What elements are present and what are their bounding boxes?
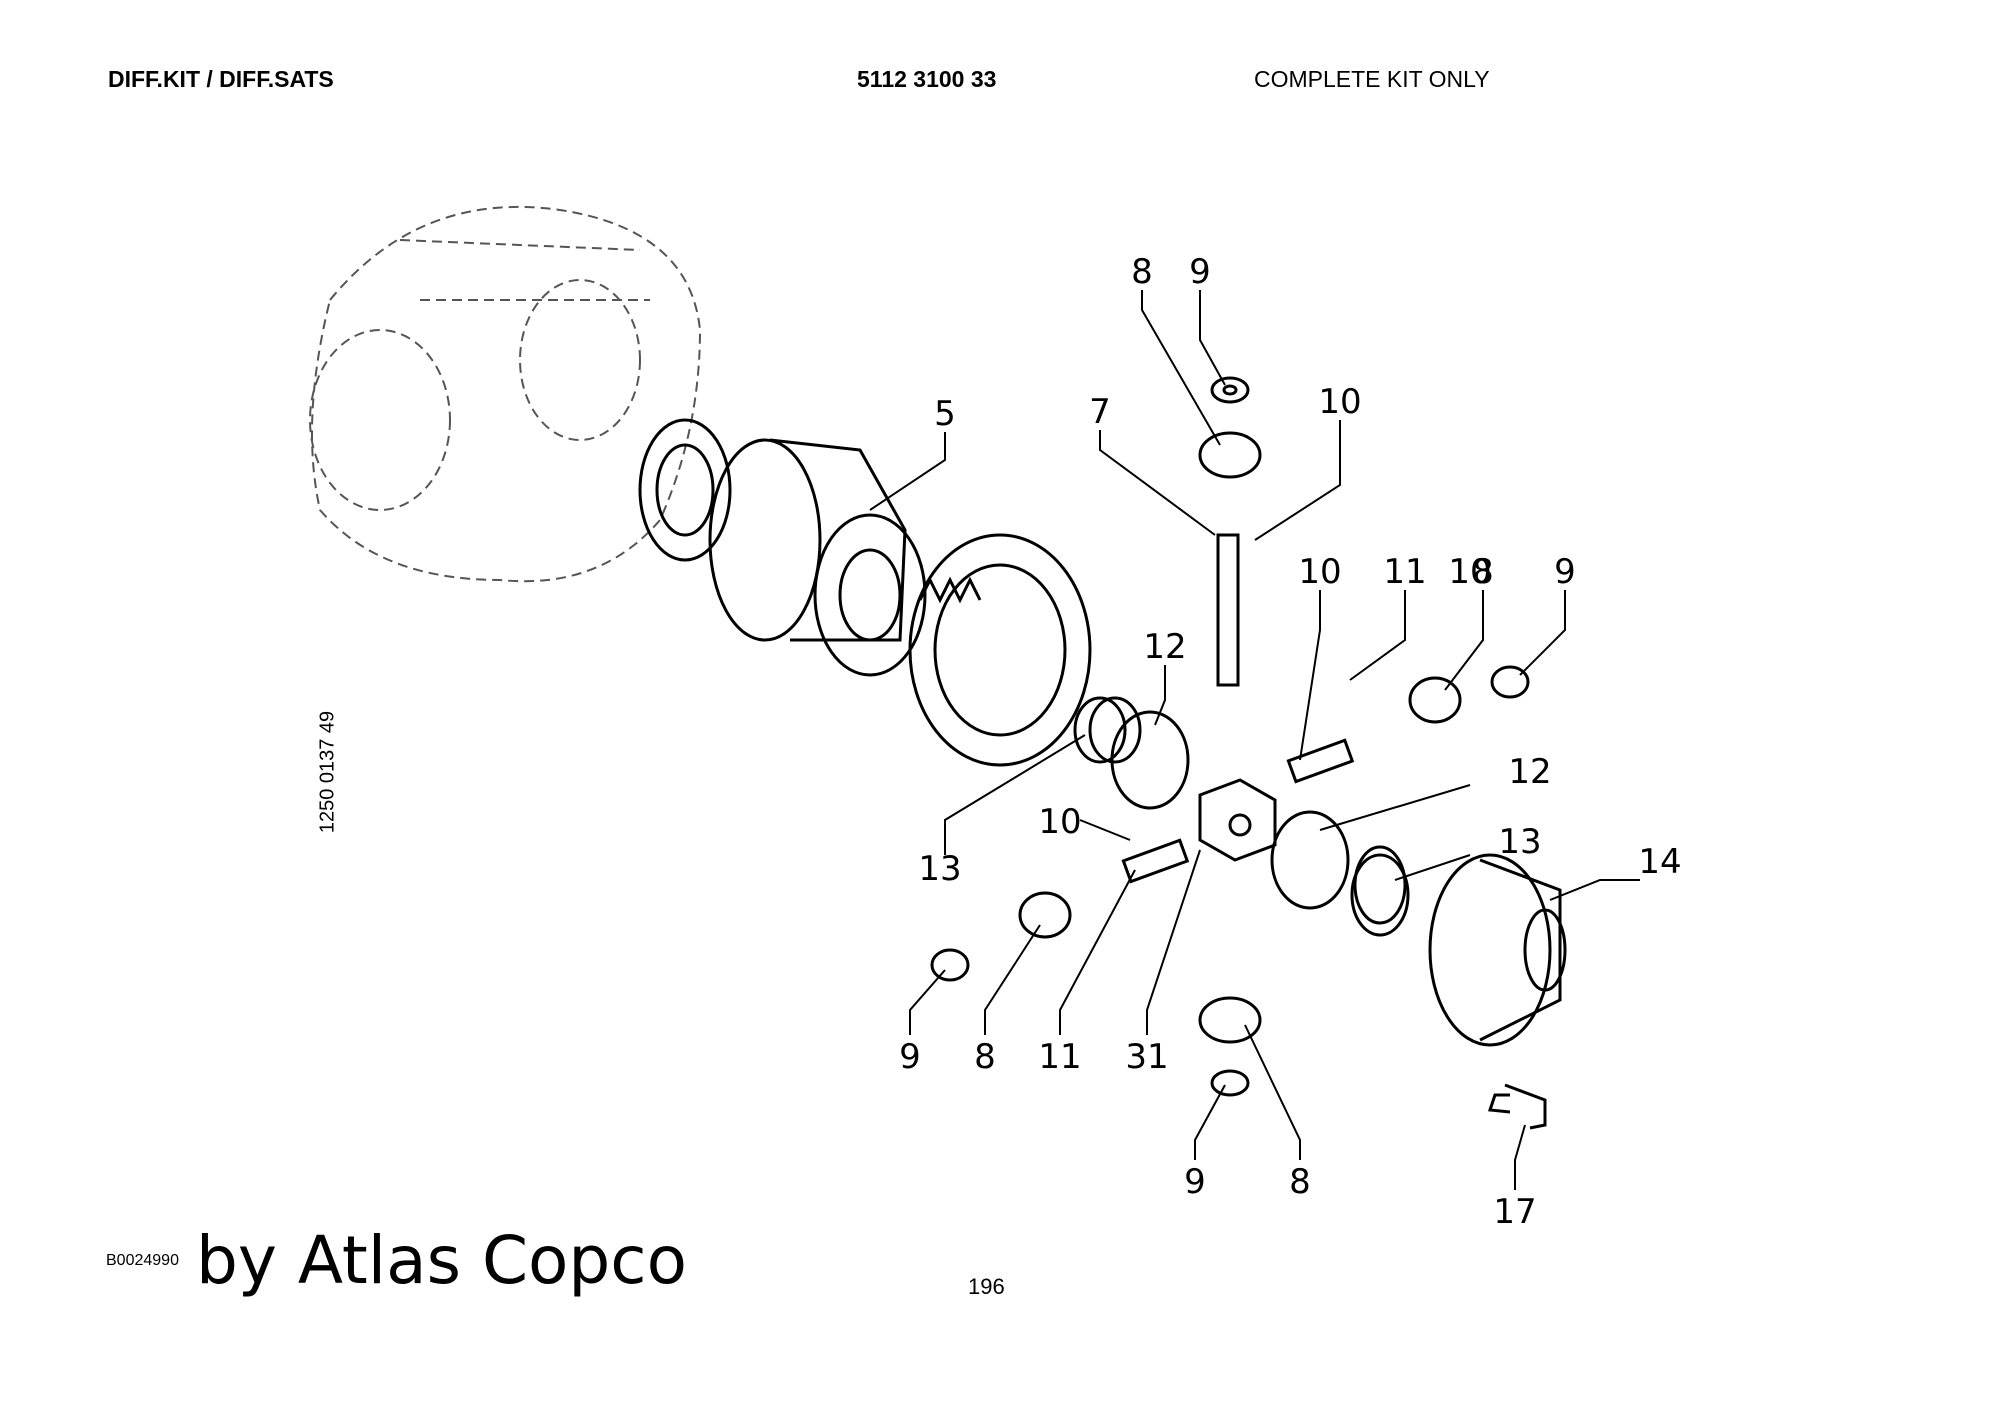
top-gear [1198, 376, 1262, 479]
pin-left [1121, 838, 1190, 884]
callout-9: 9 [1554, 552, 1576, 592]
ring-gear [908, 533, 1092, 767]
thrust-washer-right [1350, 853, 1410, 937]
side-gear-left [1088, 696, 1190, 810]
washer-left [930, 948, 970, 982]
callout-14: 14 [1638, 842, 1681, 882]
pinion-right [1408, 676, 1462, 724]
callout-11: 11 [1038, 1037, 1081, 1077]
pin-right [1286, 738, 1355, 784]
callout-5: 5 [934, 394, 956, 434]
callout-10: 10 [1038, 802, 1081, 842]
washer-bottom [1210, 1069, 1250, 1097]
document-code: B0024990 [106, 1252, 179, 1269]
side-gear-right [1270, 810, 1407, 925]
page-number: 196 [968, 1274, 1005, 1299]
callout-9: 9 [1189, 252, 1211, 292]
bolt [1487, 1083, 1547, 1130]
callout-11: 11 [1383, 552, 1426, 592]
side-reference-code: 1250 0137 49 [316, 710, 339, 834]
pinion-left [1018, 891, 1072, 939]
diff-carrier [708, 438, 927, 677]
callout-8: 8 [1131, 252, 1153, 292]
housing-drawing [309, 205, 702, 583]
callout-8: 8 [1289, 1162, 1311, 1202]
pinion-bottom [1198, 996, 1262, 1044]
washer-right [1490, 665, 1530, 699]
callout-12: 12 [1508, 752, 1551, 792]
callout-7: 7 [1089, 392, 1111, 432]
callout-31: 31 [1125, 1037, 1168, 1077]
pin-shaft [1216, 533, 1240, 687]
header-part-number: 5112 3100 33 [857, 66, 997, 92]
callout-9: 9 [1184, 1162, 1206, 1202]
header-title: DIFF.KIT / DIFF.SATS [108, 66, 334, 92]
callout-9: 9 [899, 1037, 921, 1077]
callout-13: 13 [1498, 822, 1541, 862]
callout-12: 12 [1143, 627, 1186, 667]
bearing-ring [638, 418, 732, 562]
callout-8: 8 [1472, 552, 1494, 592]
callout-10: 10 [1298, 552, 1341, 592]
brand-text: by Atlas Copco [196, 1222, 687, 1299]
header-note: COMPLETE KIT ONLY [1254, 66, 1490, 92]
thrust-washer-left [1073, 696, 1127, 764]
cross-block [1198, 778, 1277, 862]
callout-10: 10 [1448, 552, 1491, 592]
callout-10: 10 [1318, 382, 1361, 422]
callout-17: 17 [1493, 1192, 1536, 1232]
flange [1428, 853, 1567, 1047]
callout-13: 13 [918, 849, 961, 889]
callout-8: 8 [974, 1037, 996, 1077]
